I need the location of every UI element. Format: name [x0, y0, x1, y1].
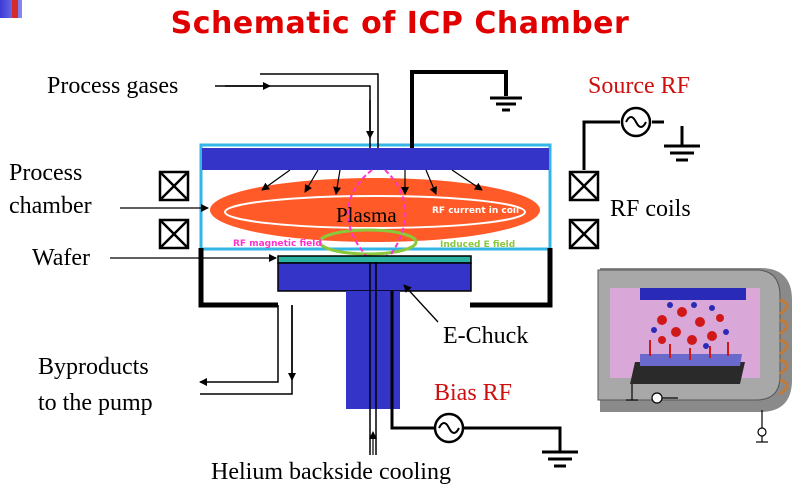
chamber-lower-left-wall [198, 248, 278, 308]
coil-cross-icon [568, 170, 600, 202]
label-wafer: Wafer [32, 245, 91, 271]
label-pointers [110, 204, 439, 323]
chamber-cutaway-illustration [597, 268, 792, 443]
label-plasma: Plasma [336, 203, 397, 227]
diagram-title: Schematic of ICP Chamber [170, 6, 630, 41]
ground-icon [490, 96, 522, 112]
chamber-walls [198, 143, 553, 308]
rf-source-icon [620, 106, 652, 138]
pump-exhaust-lines [199, 305, 296, 395]
coil-cross-icon [568, 218, 600, 250]
label-process-gases: Process gases [47, 73, 179, 99]
process-gas-lines [215, 73, 379, 148]
slide-corner-accent [12, 0, 18, 18]
e-chuck-top [277, 262, 472, 292]
label-process-chamber-line2: chamber [9, 193, 92, 219]
label-process-chamber-line1: Process [9, 160, 83, 186]
label-rf-magnetic-field: RF magnetic field [233, 239, 322, 249]
label-source-rf: Source RF [588, 73, 690, 99]
coil-cross-icon [158, 218, 190, 250]
label-rf-current: RF current in coil [432, 206, 520, 216]
source-rf-wire [582, 120, 620, 170]
rf-magnetic-field-lines [347, 169, 407, 263]
top-dielectric-plate [202, 148, 549, 170]
label-e-chuck: E-Chuck [443, 323, 529, 349]
label-induced-e-field: Induced E field [440, 240, 516, 250]
ground-icon [542, 450, 578, 468]
label-rf-coils: RF coils [610, 196, 691, 222]
label-byproducts-line2: to the pump [38, 390, 153, 416]
label-bias-rf: Bias RF [434, 380, 513, 406]
label-helium-cooling: Helium backside cooling [211, 459, 451, 485]
wafer [277, 255, 472, 264]
coil-cross-icon [158, 170, 190, 202]
rf-source-icon [433, 412, 465, 444]
chamber-wall-outline [199, 143, 552, 251]
label-byproducts-line1: Byproducts [38, 354, 149, 380]
top-ground-wire [410, 70, 508, 148]
bias-rf-wire [390, 291, 434, 430]
chamber-lower-right-wall [470, 248, 553, 308]
induced-e-field-loop [318, 228, 418, 256]
ground-icon [664, 126, 700, 162]
gas-distribution-arrows [261, 169, 483, 195]
rf-current-loop [224, 195, 526, 229]
